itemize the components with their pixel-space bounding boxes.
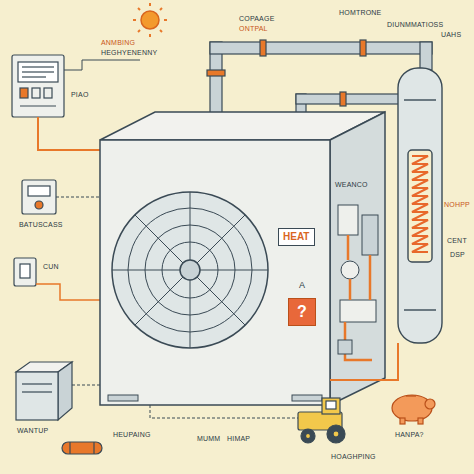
part-label: DIUNMMATIOSS <box>386 20 444 29</box>
part-label: A <box>298 280 306 291</box>
part-label: COPAAGE <box>238 14 276 23</box>
wire <box>38 117 100 150</box>
part-label: HEGHYENENNY <box>100 48 158 57</box>
sun-icon <box>133 3 167 37</box>
piggy-bank <box>392 395 435 424</box>
part-label: ANMBING <box>100 38 136 47</box>
switch-icon <box>14 258 36 286</box>
part-label: WANTUP <box>16 426 49 435</box>
pipe <box>330 343 398 380</box>
part-label: HEUPAING <box>112 430 152 439</box>
wire <box>56 197 100 198</box>
part-label: HOAGHPING <box>330 452 377 461</box>
control-panel <box>12 55 64 117</box>
part-label: ONTPAL <box>238 24 269 33</box>
heater-cylinder <box>62 442 102 454</box>
part-label: BATUSCASS <box>18 220 64 229</box>
node-text: ? <box>297 303 307 321</box>
wire <box>36 284 100 300</box>
tractor-icon <box>298 398 345 443</box>
heat-pump-unit <box>100 112 385 405</box>
part-label: DSP <box>449 250 466 259</box>
wire <box>64 60 140 70</box>
part-label: UAHS <box>440 30 462 39</box>
part-label: CENT <box>446 236 468 245</box>
part-label: WEANCO <box>334 180 369 189</box>
part-label: PIAO <box>70 90 90 99</box>
part-label: HIMAP <box>226 434 251 443</box>
wire <box>72 385 100 386</box>
water-tank <box>398 68 442 343</box>
part-label: NOHPP <box>443 200 471 209</box>
node-text: HEAT <box>283 231 309 242</box>
part-label: HANPA? <box>394 430 425 439</box>
wire <box>150 405 300 418</box>
heat-tag: HEAT <box>278 228 315 246</box>
storage-box <box>16 362 72 420</box>
part-label: CUN <box>42 262 60 271</box>
sensor-device <box>22 180 56 214</box>
part-label: HOMTRONE <box>338 8 382 17</box>
part-label: MUMM <box>196 434 221 443</box>
question-box: ? <box>288 298 316 326</box>
